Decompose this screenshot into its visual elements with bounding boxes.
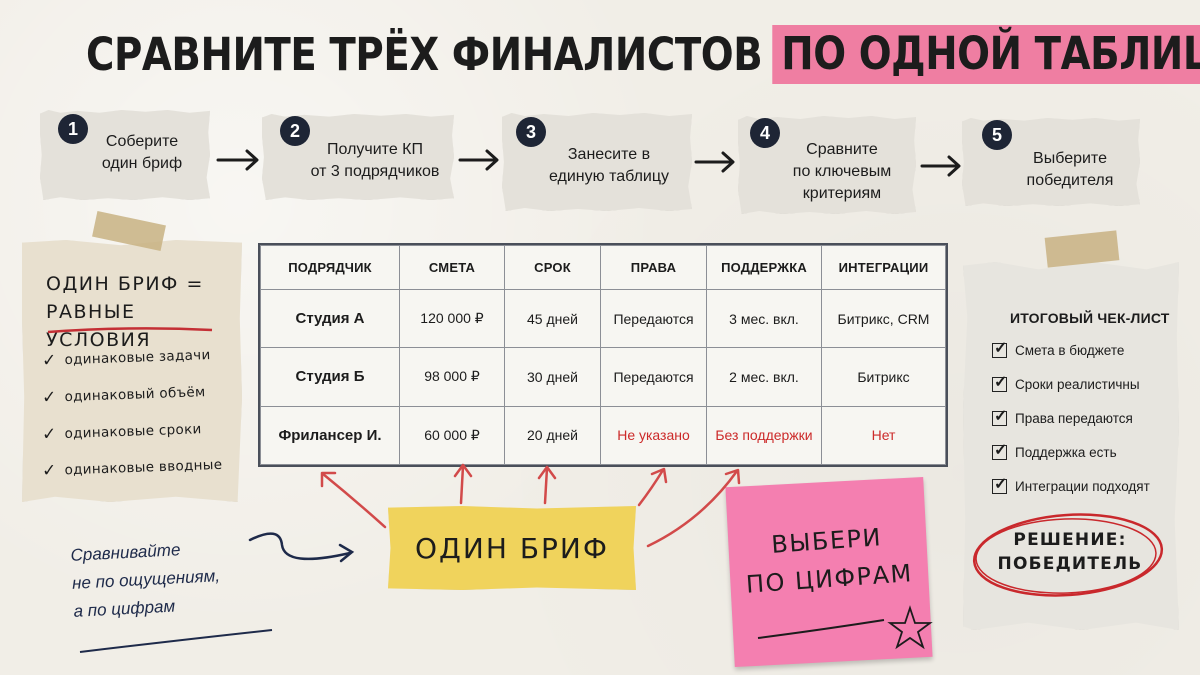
red-arrow-icon bbox=[637, 467, 668, 507]
tape-right bbox=[1044, 230, 1120, 268]
checked-box-icon bbox=[992, 440, 1007, 460]
left-note-item-text: одинаковые задачи bbox=[64, 347, 211, 369]
arrow-right-icon bbox=[216, 149, 259, 171]
table-cell: Передаются bbox=[600, 288, 707, 349]
table-cell: 20 дней bbox=[504, 405, 601, 466]
table-cell-warning: Не указано bbox=[600, 405, 707, 466]
step-text-4: Сравните по ключевым критериям bbox=[792, 141, 892, 202]
checklist-item-text: Смета в бюджете bbox=[1015, 343, 1125, 358]
step-number-4: 4 bbox=[750, 118, 780, 148]
column-header: СРОК bbox=[504, 245, 601, 290]
table-cell: 30 дней bbox=[504, 347, 601, 407]
step-number-3: 3 bbox=[516, 117, 546, 147]
checklist-item-text: Интеграции подходят bbox=[1015, 479, 1150, 494]
check-icon: ✓ bbox=[41, 387, 57, 408]
table-cell: Битрикс, CRM bbox=[821, 288, 946, 349]
left-note-card bbox=[22, 240, 242, 502]
table-cell: Студия А bbox=[260, 288, 400, 349]
table-cell: 60 000 ₽ bbox=[399, 405, 505, 466]
step-text-3: Занесите в единую таблицу bbox=[548, 146, 670, 185]
table-cell: Битрикс bbox=[821, 347, 946, 407]
checked-box-icon bbox=[992, 406, 1007, 426]
checked-box-icon bbox=[992, 338, 1007, 358]
pink-note-text: ВЫБЕРИ ПО ЦИФРАМ bbox=[745, 523, 914, 599]
checklist-item-text: Права передаются bbox=[1015, 411, 1133, 426]
left-note-item-text: одинаковый объём bbox=[64, 384, 206, 406]
title-main: СРАВНИТЕ ТРЁХ ФИНАЛИСТОВ bbox=[86, 27, 763, 81]
check-icon: ✓ bbox=[41, 350, 57, 371]
title-highlight: ПО ОДНОЙ ТАБЛИЦЕ bbox=[772, 24, 1200, 84]
table-cell: Студия Б bbox=[260, 347, 400, 407]
checklist-item: Смета в бюджете bbox=[992, 338, 1125, 358]
check-icon: ✓ bbox=[41, 460, 57, 482]
table-cell-warning: Без поддержки bbox=[706, 405, 822, 466]
checked-box-icon bbox=[992, 474, 1007, 494]
checklist-item-text: Поддержка есть bbox=[1015, 445, 1117, 460]
left-note-item-text: одинаковые сроки bbox=[64, 421, 202, 442]
script-underline bbox=[79, 629, 273, 653]
table-cell-warning: Нет bbox=[821, 405, 946, 466]
step-text-5: Выберите победителя bbox=[1026, 150, 1114, 189]
table-row: Фрилансер И. 60 000 ₽ 20 дней Не указано… bbox=[260, 405, 946, 466]
step-text-1: Соберите один бриф bbox=[101, 133, 183, 172]
step-number-2: 2 bbox=[280, 116, 310, 146]
yellow-sticky-note bbox=[388, 506, 636, 590]
left-note-item-text: одинаковые вводные bbox=[64, 456, 223, 479]
table-row: Студия Б 98 000 ₽ 30 дней Передаются 2 м… bbox=[260, 347, 946, 407]
arrow-right-icon bbox=[694, 151, 735, 173]
red-arrow-icon bbox=[453, 463, 473, 505]
red-arrow-icon bbox=[320, 471, 387, 529]
table-cell: 45 дней bbox=[504, 288, 601, 349]
curved-arrow-icon bbox=[248, 532, 355, 563]
red-arrow-icon bbox=[646, 468, 741, 548]
check-icon: ✓ bbox=[41, 424, 57, 445]
arrow-right-icon bbox=[920, 155, 961, 177]
decision-label: РЕШЕНИЕ: ПОБЕДИТЕЛЬ bbox=[997, 530, 1143, 574]
handwritten-note: Сравнивайте не по ощущениям, а по цифрам bbox=[70, 540, 221, 621]
column-header: ПОДРЯДЧИК bbox=[260, 245, 400, 290]
column-header: ПРАВА bbox=[600, 245, 707, 290]
column-header: ИНТЕГРАЦИИ bbox=[821, 245, 946, 290]
step-text-2: Получите КП от 3 подрядчиков bbox=[310, 141, 440, 180]
page-title: СРАВНИТЕ ТРЁХ ФИНАЛИСТОВ ПО ОДНОЙ ТАБЛИЦ… bbox=[86, 22, 1200, 86]
comparison-table: ПОДРЯДЧИК СМЕТА СРОК ПРАВА ПОДДЕРЖКА ИНТ… bbox=[258, 243, 948, 467]
arrow-right-icon bbox=[458, 149, 499, 171]
checklist-item-text: Сроки реалистичны bbox=[1015, 377, 1140, 392]
checklist-title: ИТОГОВЫЙ ЧЕК-ЛИСТ bbox=[1010, 310, 1170, 326]
yellow-note-text: ОДИН БРИФ bbox=[415, 531, 609, 565]
column-header: СМЕТА bbox=[399, 245, 505, 290]
step-number-1: 1 bbox=[58, 114, 88, 144]
checked-box-icon bbox=[992, 372, 1007, 392]
checklist-item: Права передаются bbox=[992, 406, 1133, 426]
table-cell: 120 000 ₽ bbox=[399, 288, 505, 349]
table-header-row: ПОДРЯДЧИК СМЕТА СРОК ПРАВА ПОДДЕРЖКА ИНТ… bbox=[260, 245, 946, 290]
checklist-item: Интеграции подходят bbox=[992, 474, 1150, 494]
column-header: ПОДДЕРЖКА bbox=[706, 245, 822, 290]
left-note-title: ОДИН БРИФ = РАВНЫЕ УСЛОВИЯ bbox=[46, 273, 204, 351]
table-cell: 98 000 ₽ bbox=[399, 347, 505, 407]
table-cell: Передаются bbox=[600, 347, 707, 407]
table-cell: 2 мес. вкл. bbox=[706, 347, 822, 407]
table-row: Студия А 120 000 ₽ 45 дней Передаются 3 … bbox=[260, 288, 946, 349]
table-cell: 3 мес. вкл. bbox=[706, 288, 822, 349]
table-cell: Фрилансер И. bbox=[260, 405, 400, 466]
red-arrow-icon bbox=[537, 465, 557, 505]
checklist-item: Сроки реалистичны bbox=[992, 372, 1140, 392]
checklist-item: Поддержка есть bbox=[992, 440, 1117, 460]
step-number-5: 5 bbox=[982, 120, 1012, 150]
